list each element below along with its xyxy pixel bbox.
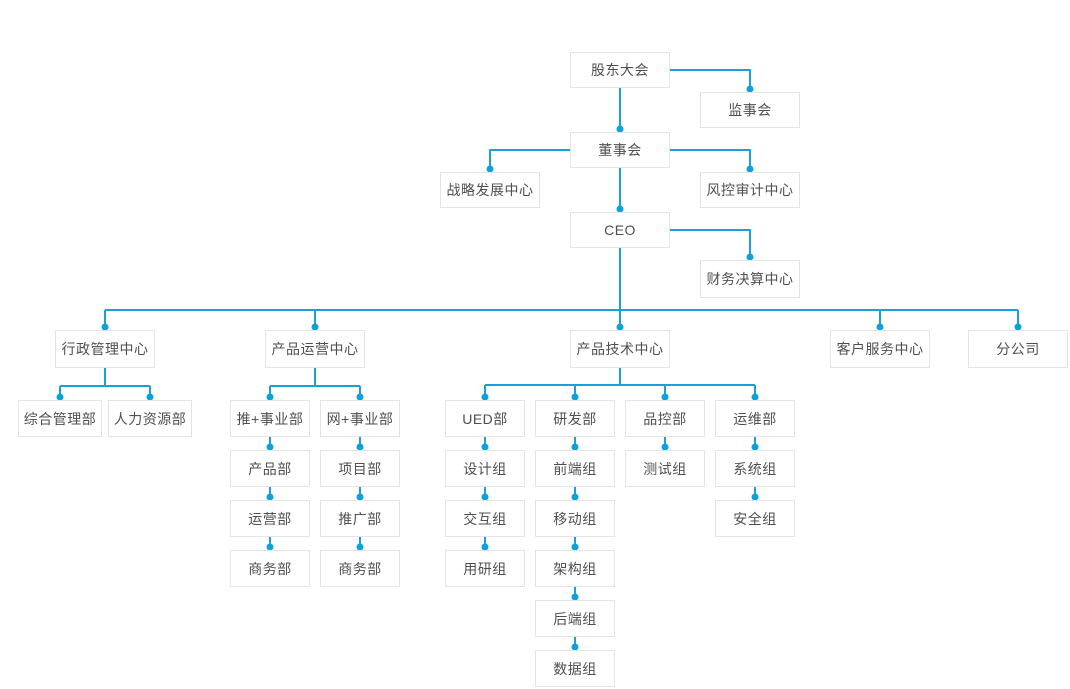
org-node-wang-business-division: 网+事业部 [320,400,400,437]
org-node-label: 产品部 [248,460,292,477]
org-node-board-of-directors: 董事会 [570,132,670,168]
connector-line [670,149,751,169]
org-node-label: 测试组 [643,460,687,477]
org-node-risk-audit-center: 风控审计中心 [700,172,800,208]
org-node-label: 运营部 [248,510,292,527]
org-node-customer-service-center: 客户服务中心 [830,330,930,368]
org-node-label: 行政管理中心 [61,341,149,357]
org-node-human-resources-dept: 人力资源部 [108,400,192,437]
org-node-frontend-group: 前端组 [535,450,615,487]
org-node-label: 交互组 [463,510,507,527]
org-node-admin-management-center: 行政管理中心 [55,330,155,368]
org-node-rd-dept: 研发部 [535,400,615,437]
org-node-product-technology-center: 产品技术中心 [570,330,670,368]
org-node-label: 商务部 [338,560,382,577]
org-node-business-dept-tui: 商务部 [230,550,310,587]
org-node-security-group: 安全组 [715,500,795,537]
connector-line [670,229,751,257]
org-node-label: 产品技术中心 [576,341,664,357]
org-node-label: 风控审计中心 [706,182,794,198]
org-node-project-dept: 项目部 [320,450,400,487]
org-node-label: 设计组 [463,460,507,477]
org-node-label: 安全组 [733,510,777,527]
org-node-product-operations-center: 产品运营中心 [265,330,365,368]
org-node-label: 运维部 [733,410,777,427]
org-node-label: 用研组 [463,560,507,577]
org-node-label: CEO [604,222,636,238]
org-node-branch-company: 分公司 [968,330,1068,368]
org-node-label: 董事会 [598,142,642,158]
org-node-shareholders-meeting: 股东大会 [570,52,670,88]
org-node-label: 数据组 [553,660,597,677]
org-node-system-group: 系统组 [715,450,795,487]
org-node-label: 移动组 [553,510,597,527]
connector-line [670,69,751,89]
org-node-label: 财务决算中心 [706,271,794,287]
org-node-label: 监事会 [728,102,772,118]
org-node-testing-group: 测试组 [625,450,705,487]
connector-line [489,149,570,169]
org-node-label: UED部 [462,410,508,427]
org-node-business-dept-wang: 商务部 [320,550,400,587]
org-node-financial-settlement-center: 财务决算中心 [700,260,800,298]
org-node-data-group: 数据组 [535,650,615,687]
org-node-label: 客户服务中心 [836,341,924,357]
org-node-design-group: 设计组 [445,450,525,487]
org-node-backend-group: 后端组 [535,600,615,637]
org-node-label: 人力资源部 [113,410,187,427]
org-node-label: 网+事业部 [326,410,394,427]
org-node-quality-control-dept: 品控部 [625,400,705,437]
org-node-label: 分公司 [996,341,1040,357]
org-node-strategy-development-center: 战略发展中心 [440,172,540,208]
org-node-label: 商务部 [248,560,292,577]
org-node-operations-dept: 运营部 [230,500,310,537]
org-node-ceo: CEO [570,212,670,248]
org-node-architecture-group: 架构组 [535,550,615,587]
org-node-label: 推广部 [338,510,382,527]
org-node-mobile-group: 移动组 [535,500,615,537]
org-node-label: 产品运营中心 [271,341,359,357]
org-node-label: 前端组 [553,460,597,477]
org-node-label: 架构组 [553,560,597,577]
org-node-label: 股东大会 [591,62,649,78]
org-node-general-management-dept: 综合管理部 [18,400,102,437]
org-node-interaction-group: 交互组 [445,500,525,537]
org-node-supervisory-board: 监事会 [700,92,800,128]
org-node-label: 品控部 [643,410,687,427]
org-node-label: 后端组 [553,610,597,627]
org-node-label: 项目部 [338,460,382,477]
org-node-label: 战略发展中心 [446,182,534,198]
org-node-promotion-dept: 推广部 [320,500,400,537]
org-node-tui-business-division: 推+事业部 [230,400,310,437]
org-node-label: 推+事业部 [236,410,304,427]
org-node-operations-maintenance-dept: 运维部 [715,400,795,437]
org-node-ued-dept: UED部 [445,400,525,437]
org-node-label: 综合管理部 [23,410,97,427]
org-node-product-dept: 产品部 [230,450,310,487]
org-node-label: 研发部 [553,410,597,427]
org-node-user-research-group: 用研组 [445,550,525,587]
org-node-label: 系统组 [733,460,777,477]
